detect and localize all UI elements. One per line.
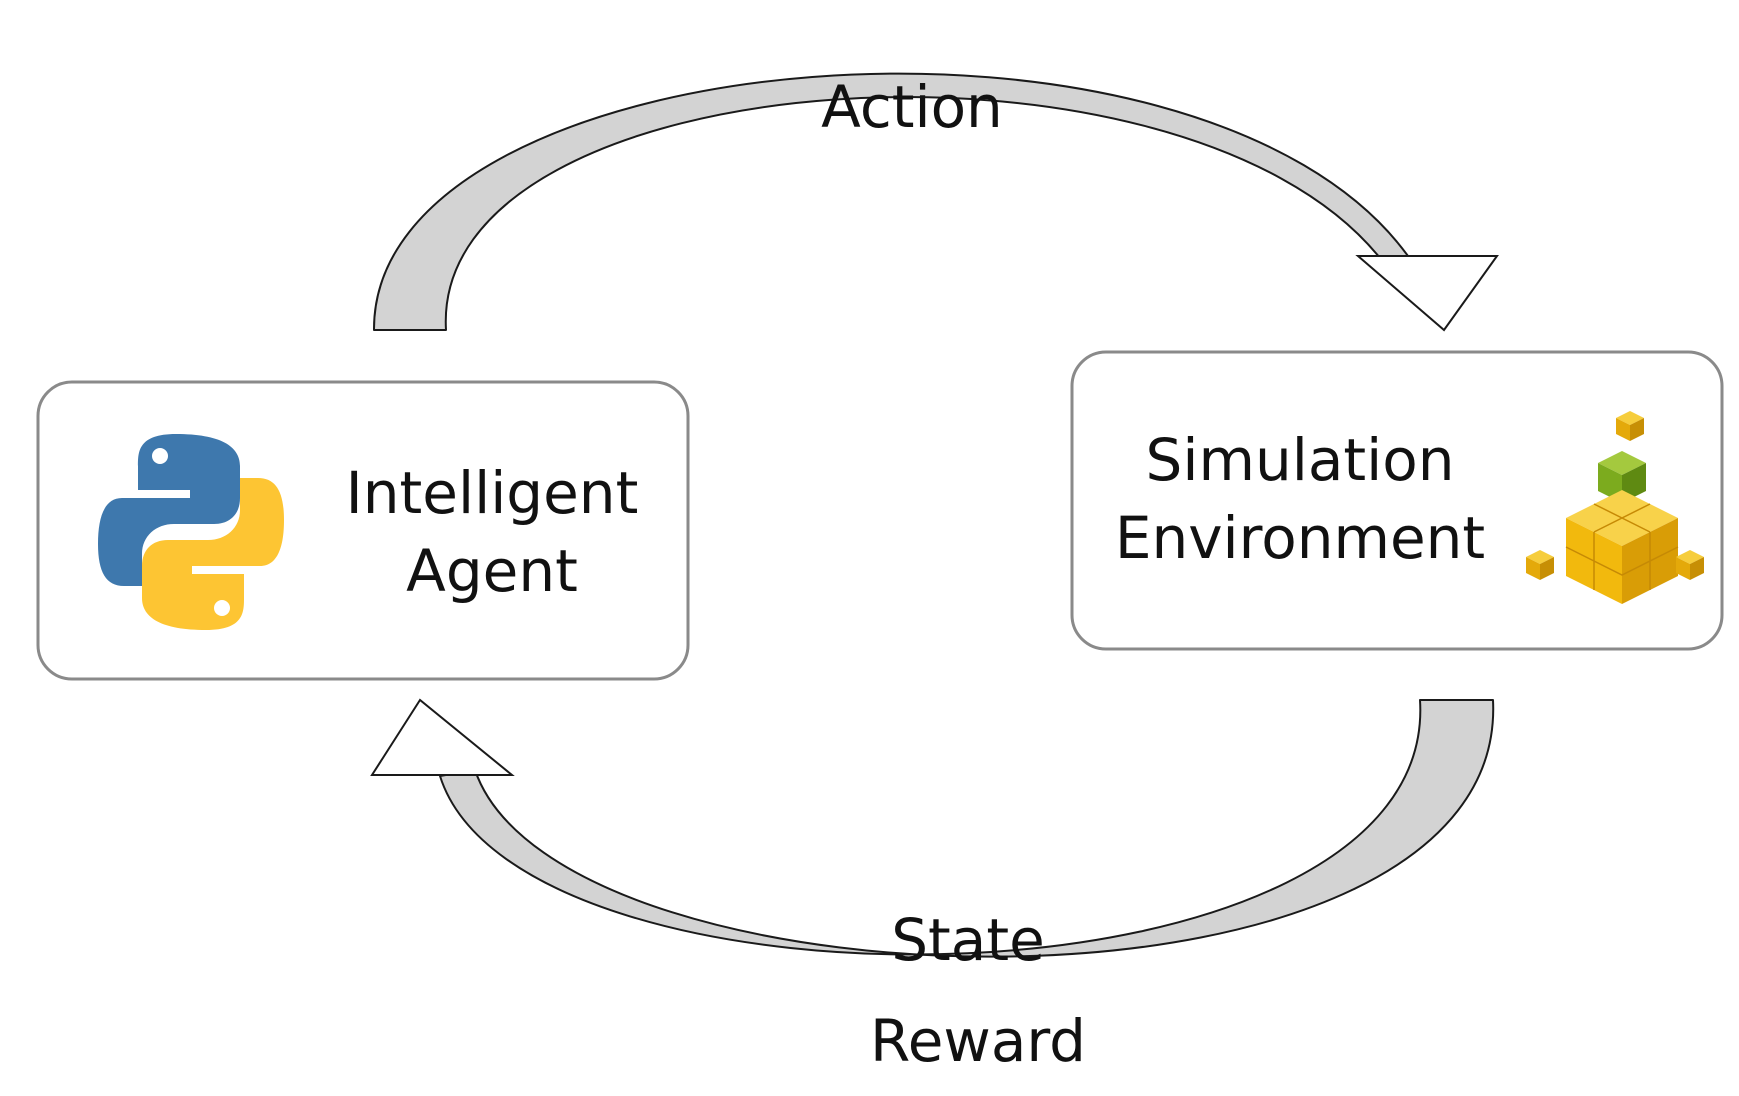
reward-label: Reward — [870, 1007, 1086, 1075]
environment-box — [1070, 350, 1724, 651]
environment-node: Simulation Environment — [1070, 350, 1724, 651]
python-logo-blue-eye — [152, 448, 168, 464]
stacked-cubes-icon — [1526, 411, 1704, 604]
agent-node: Intelligent Agent — [36, 380, 690, 681]
state-reward-arrow-head — [370, 698, 515, 776]
cube-left-small — [1526, 550, 1554, 580]
environment-label-line2: Environment — [1115, 504, 1485, 572]
python-logo-blue-half — [98, 434, 240, 586]
action-label: Action — [821, 73, 1003, 141]
agent-label-line2: Agent — [406, 537, 578, 605]
python-logo-yellow-half — [142, 478, 284, 630]
agent-label-line1: Intelligent — [346, 459, 639, 527]
state-reward-arrow — [370, 698, 1495, 958]
python-logo-yellow-eye — [214, 600, 230, 616]
cube-base — [1565, 490, 1679, 604]
action-arrow — [372, 72, 1499, 332]
state-label: State — [891, 906, 1045, 974]
environment-label-line1: Simulation — [1146, 426, 1455, 494]
python-logo-icon — [98, 434, 284, 630]
action-arrow-head — [1355, 255, 1499, 332]
cube-right-small — [1676, 550, 1704, 580]
cube-top-small — [1616, 411, 1644, 441]
